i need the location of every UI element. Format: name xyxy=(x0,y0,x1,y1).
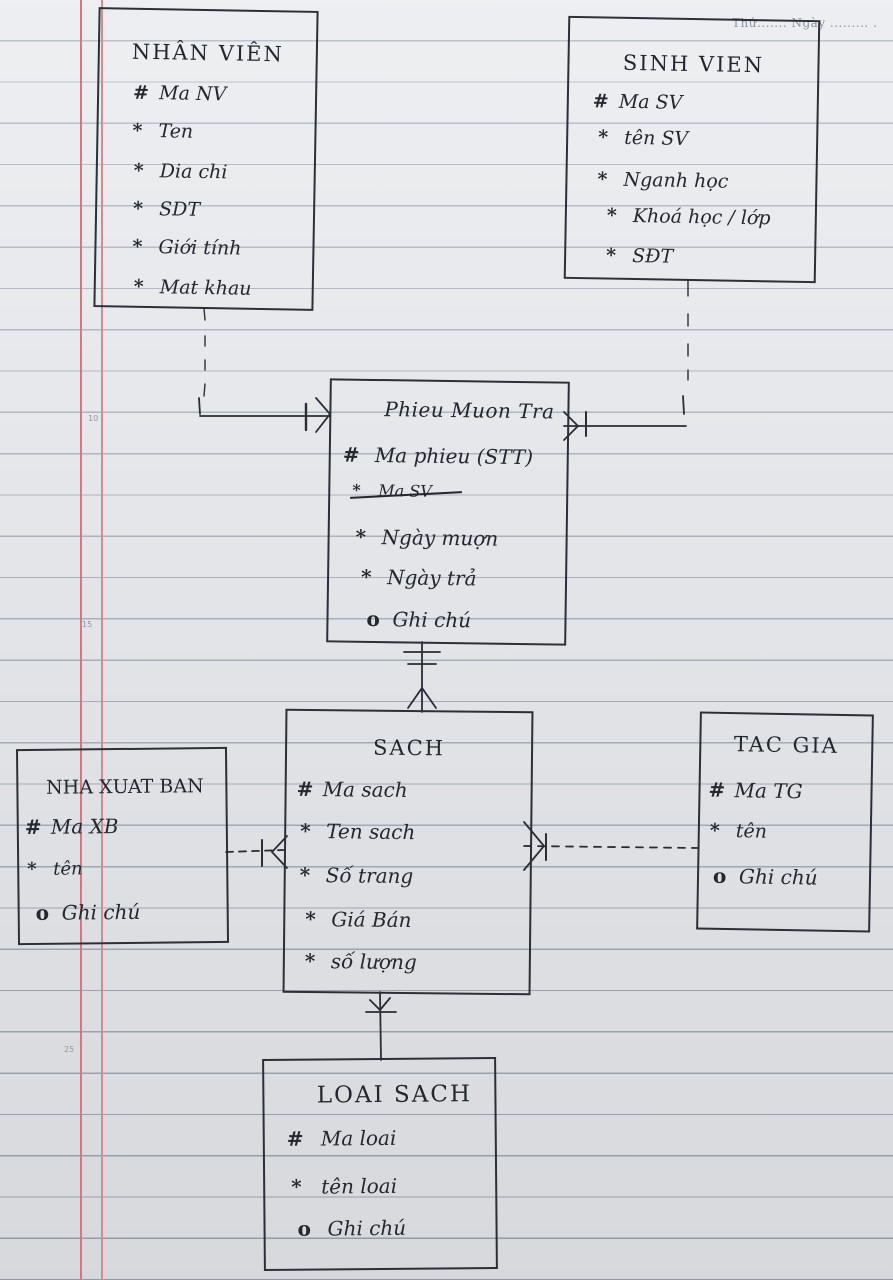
attribute: #Ma XB xyxy=(24,814,119,840)
attribute: *Khoá học / lớp xyxy=(606,204,771,230)
relationship-sinhvien-phieu xyxy=(563,279,689,441)
attribute: *Mat khau xyxy=(133,275,252,300)
entity-title: TAC GIA xyxy=(733,732,840,758)
attribute: *số lượng xyxy=(304,948,417,975)
entity-sinh-vien: SINH VIEN #Ma SV *tên SV *Nganh học *Kho… xyxy=(563,15,821,284)
entity-title: SINH VIEN xyxy=(622,50,765,78)
line-number-25: 25 xyxy=(64,1045,75,1054)
attribute: *Dia chi xyxy=(133,159,228,184)
attribute: *Giá Bán xyxy=(305,906,412,933)
attribute: *Ten xyxy=(132,119,194,143)
attribute: *tên loai xyxy=(291,1173,398,1199)
relationship-sach-phieu xyxy=(403,641,441,713)
attribute: #Ma NV xyxy=(132,81,227,106)
margin-line-inner xyxy=(101,0,103,1280)
entity-title: Phieu Muon Tra xyxy=(384,397,555,424)
attribute: *tên xyxy=(709,819,768,843)
attribute: *Giới tính xyxy=(132,235,242,260)
entity-title: SACH xyxy=(372,735,446,761)
entity-title: LOAI SACH xyxy=(316,1081,473,1109)
attribute: *Nganh học xyxy=(597,168,729,193)
attribute: *Ngày muợn xyxy=(355,524,499,551)
entity-sach: SACH #Ma sach *Ten sach *Số trang *Giá B… xyxy=(282,708,534,996)
line-number-10: 10 xyxy=(88,414,99,423)
date-header: Thứ....... Ngày ......... . xyxy=(732,16,878,30)
relationship-loai-sach xyxy=(365,991,397,1061)
relationship-nxb-sach xyxy=(225,835,288,869)
attribute: #Ma loai xyxy=(286,1125,397,1151)
relationship-tacgia-sach xyxy=(523,821,699,871)
attribute: #Ma SV xyxy=(592,90,683,114)
attribute: #Ma sach xyxy=(296,776,408,802)
attribute: *Ngày trả xyxy=(360,564,477,591)
attribute: #Ma TG xyxy=(708,777,803,804)
relationship-nhanvien-phieu xyxy=(198,307,332,433)
attribute: *Ten sach xyxy=(300,818,416,845)
entity-title: NHÂN VIÊN xyxy=(131,39,285,67)
attribute: *tên xyxy=(27,858,83,880)
entity-nhan-vien: NHÂN VIÊN #Ma NV *Ten *Dia chi *SDT *Giớ… xyxy=(93,7,319,311)
attribute: *SDT xyxy=(132,197,201,221)
line-number-15: 15 xyxy=(82,620,93,629)
entity-title: NHA XUAT BAN xyxy=(45,775,204,799)
entity-phieu-muon-tra: Phieu Muon Tra #Ma phieu (STT) *Ma SV *N… xyxy=(326,378,570,646)
attribute: *SĐT xyxy=(605,244,674,268)
margin-line xyxy=(80,0,82,1280)
attribute: #Ma phieu (STT) xyxy=(342,442,534,470)
attribute: *tên SV xyxy=(598,126,689,150)
attribute: *Số trang xyxy=(299,862,414,889)
